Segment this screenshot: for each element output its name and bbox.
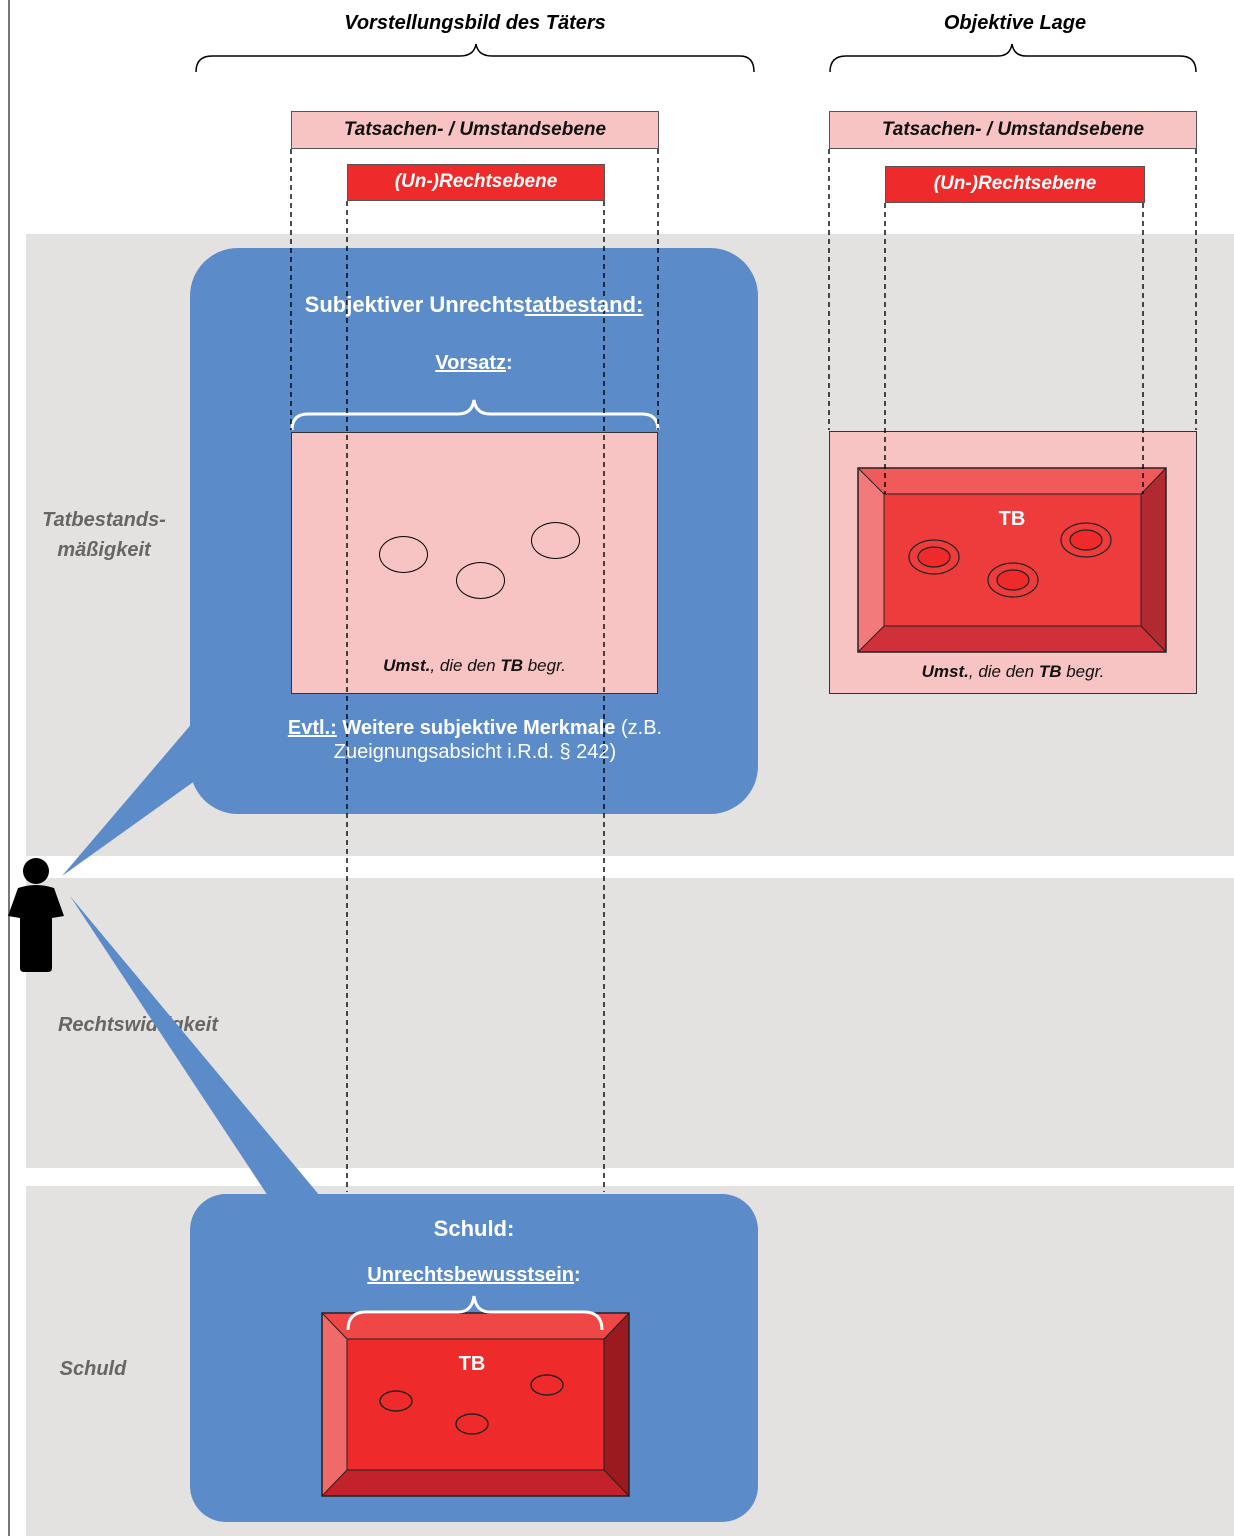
unrecht-label: Unrechtsbewusstsein: [367, 1264, 575, 1286]
schuld-title: Schuld:: [433, 1216, 515, 1241]
header-braces: [195, 43, 1197, 73]
objective-tb-label: TB: [998, 508, 1026, 530]
header-left: Vorstellungsbild des Täters: [344, 12, 606, 34]
person-icon: [8, 858, 64, 972]
unrecht-heading: Unrechtsbewusstsein:: [190, 1264, 758, 1287]
tatsachen-label-left: Tatsachen- / Umstandsebene: [291, 111, 659, 149]
objective-caption: Umst., die den TB begr.: [829, 662, 1197, 682]
subjective-title: Subjektiver Unrechtstatbestand:: [190, 292, 758, 318]
brace-unrecht: [346, 1295, 604, 1331]
caption-tb: TB: [1038, 662, 1062, 681]
vorsatz-heading: Vorsatz:: [190, 352, 758, 375]
brace-right: [829, 43, 1197, 73]
circumstance-ellipse: [379, 536, 428, 573]
brace-vorsatz: [290, 399, 660, 431]
vorsatz-colon: :: [506, 352, 513, 374]
schuld-ellipses: [379, 1374, 564, 1435]
wedge-top: [62, 714, 210, 876]
circumstance-ellipse: [531, 522, 580, 559]
caption-mid: , die den: [968, 662, 1039, 681]
caption-tb: TB: [500, 656, 523, 675]
circumstance-ellipse: [456, 562, 505, 599]
further-bold: Weitere subjektive Merkmale: [342, 717, 616, 739]
page-border-left: [8, 0, 10, 1536]
further-rest: (z.B. Zueignungsabsicht i.R.d. § 242): [333, 717, 663, 763]
vorsatz-label: Vorsatz: [435, 352, 507, 374]
caption-mid: , die den: [430, 656, 501, 675]
caption-bold: Umst.: [921, 662, 969, 681]
rechts-label-left: (Un-)Rechtsebene: [347, 164, 605, 201]
brace-left: [195, 43, 755, 73]
wedge-bottom: [70, 896, 320, 1196]
vorsatz-caption: Umst., die den TB begr.: [291, 656, 658, 676]
rechts-label-right: (Un-)Rechtsebene: [885, 166, 1145, 203]
subjective-title-colon: :: [636, 292, 644, 317]
header-right: Objektive Lage: [943, 12, 1087, 34]
tatsachen-label-right: Tatsachen- / Umstandsebene: [829, 111, 1197, 149]
subjective-title-plain: Subjektiver Unrechts: [304, 292, 525, 317]
further-features: Evtl.: Weitere subjektive Merkmale (z.B.…: [228, 716, 722, 764]
row-label-line2: mäßigkeit: [57, 539, 151, 561]
row-label-line1: Tatbestands-: [42, 509, 166, 531]
subjective-title-underlined: tatbestand: [524, 292, 636, 317]
caption-end: begr.: [523, 656, 566, 675]
objective-ellipses: [908, 522, 1112, 598]
evtl-label: Evtl.:: [287, 717, 337, 739]
unrecht-colon: :: [574, 1264, 581, 1286]
caption-bold: Umst.: [383, 656, 431, 675]
row-label-tatbestand: Tatbestands- mäßigkeit: [14, 505, 194, 565]
row-label-schuld: Schuld: [59, 1358, 127, 1380]
schuld-tb-label: TB: [458, 1353, 486, 1375]
caption-end: begr.: [1061, 662, 1105, 681]
